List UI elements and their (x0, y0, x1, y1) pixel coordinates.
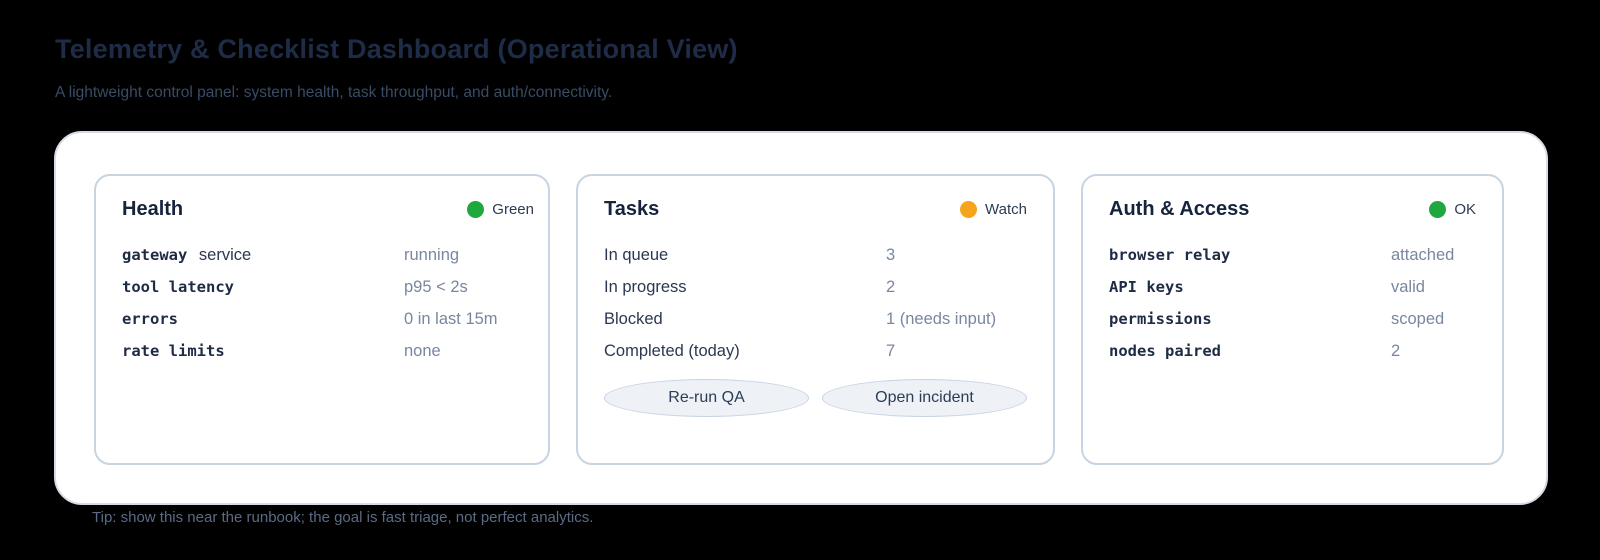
row-value: 2 (886, 277, 896, 296)
table-row: Completed (today) 7 (604, 335, 1027, 367)
health-status-label: Green (492, 200, 534, 218)
row-value: 1 (needs input) (886, 309, 997, 328)
row-value: 7 (886, 341, 896, 360)
row-value: attached (1391, 245, 1455, 264)
tasks-card: Tasks Watch In queue 3 In progress 2 Blo… (576, 174, 1055, 465)
tasks-status-label: Watch (985, 200, 1027, 218)
table-row: tool latency p95 < 2s (122, 271, 522, 303)
health-card: Health Green gateway service running too… (94, 174, 550, 465)
row-value: 3 (886, 245, 896, 264)
health-rows: gateway service running tool latency p95… (122, 239, 522, 367)
row-label: In progress (604, 277, 687, 296)
row-label: tool latency (122, 277, 234, 296)
amber-status-dot-icon (960, 200, 978, 218)
table-row: In progress 2 (604, 271, 1027, 303)
row-label: API keys (1109, 277, 1184, 296)
green-status-dot-icon (1429, 200, 1447, 218)
row-label: Blocked (604, 309, 663, 328)
page-title: Telemetry & Checklist Dashboard (Operati… (55, 34, 738, 64)
tasks-card-title: Tasks (604, 197, 660, 220)
row-value: p95 < 2s (404, 277, 468, 296)
health-card-title: Health (122, 197, 184, 220)
row-value: valid (1391, 277, 1425, 296)
tip-text: Tip: show this near the runbook; the goa… (92, 509, 594, 526)
row-label: errors (122, 309, 178, 328)
table-row: errors 0 in last 15m (122, 303, 522, 335)
green-status-dot-icon (467, 200, 485, 218)
open-incident-button[interactable]: Open incident (822, 379, 1027, 417)
row-value: running (404, 245, 460, 264)
auth-status-label: OK (1454, 200, 1476, 218)
row-label: In queue (604, 245, 669, 264)
health-status-badge: Green (467, 200, 534, 218)
table-row: browser relay attached (1109, 239, 1476, 271)
auth-card-title: Auth & Access (1109, 197, 1250, 220)
auth-card-header: Auth & Access OK (1109, 196, 1476, 222)
auth-status-badge: OK (1429, 200, 1476, 218)
table-row: permissions scoped (1109, 303, 1476, 335)
rerun-qa-button[interactable]: Re-run QA (604, 379, 809, 417)
row-label: permissions (1109, 309, 1212, 328)
auth-rows: browser relay attached API keys valid pe… (1109, 239, 1476, 367)
cards-container: Health Green gateway service running too… (56, 133, 1546, 465)
row-label: gateway service (122, 245, 252, 264)
row-label: browser relay (1109, 245, 1231, 264)
row-value: none (404, 341, 441, 360)
tasks-rows: In queue 3 In progress 2 Blocked 1 (need… (604, 239, 1027, 367)
table-row: In queue 3 (604, 239, 1027, 271)
table-row: API keys valid (1109, 271, 1476, 303)
row-label: rate limits (122, 341, 225, 360)
row-label: nodes paired (1109, 341, 1221, 360)
row-label: Completed (today) (604, 341, 740, 360)
dashboard-panel: Health Green gateway service running too… (54, 131, 1548, 505)
table-row: gateway service running (122, 239, 522, 271)
page-subtitle: A lightweight control panel: system heal… (55, 84, 613, 101)
health-card-header: Health Green (122, 196, 534, 222)
row-value: 2 (1391, 341, 1401, 360)
table-row: rate limits none (122, 335, 522, 367)
table-row: Blocked 1 (needs input) (604, 303, 1027, 335)
tasks-actions: Re-run QA Open incident (604, 379, 1027, 417)
tasks-status-badge: Watch (960, 200, 1027, 218)
table-row: nodes paired 2 (1109, 335, 1476, 367)
auth-access-card: Auth & Access OK browser relay attached … (1081, 174, 1504, 465)
row-value: scoped (1391, 309, 1445, 328)
row-value: 0 in last 15m (404, 309, 498, 328)
tasks-card-header: Tasks Watch (604, 196, 1027, 222)
